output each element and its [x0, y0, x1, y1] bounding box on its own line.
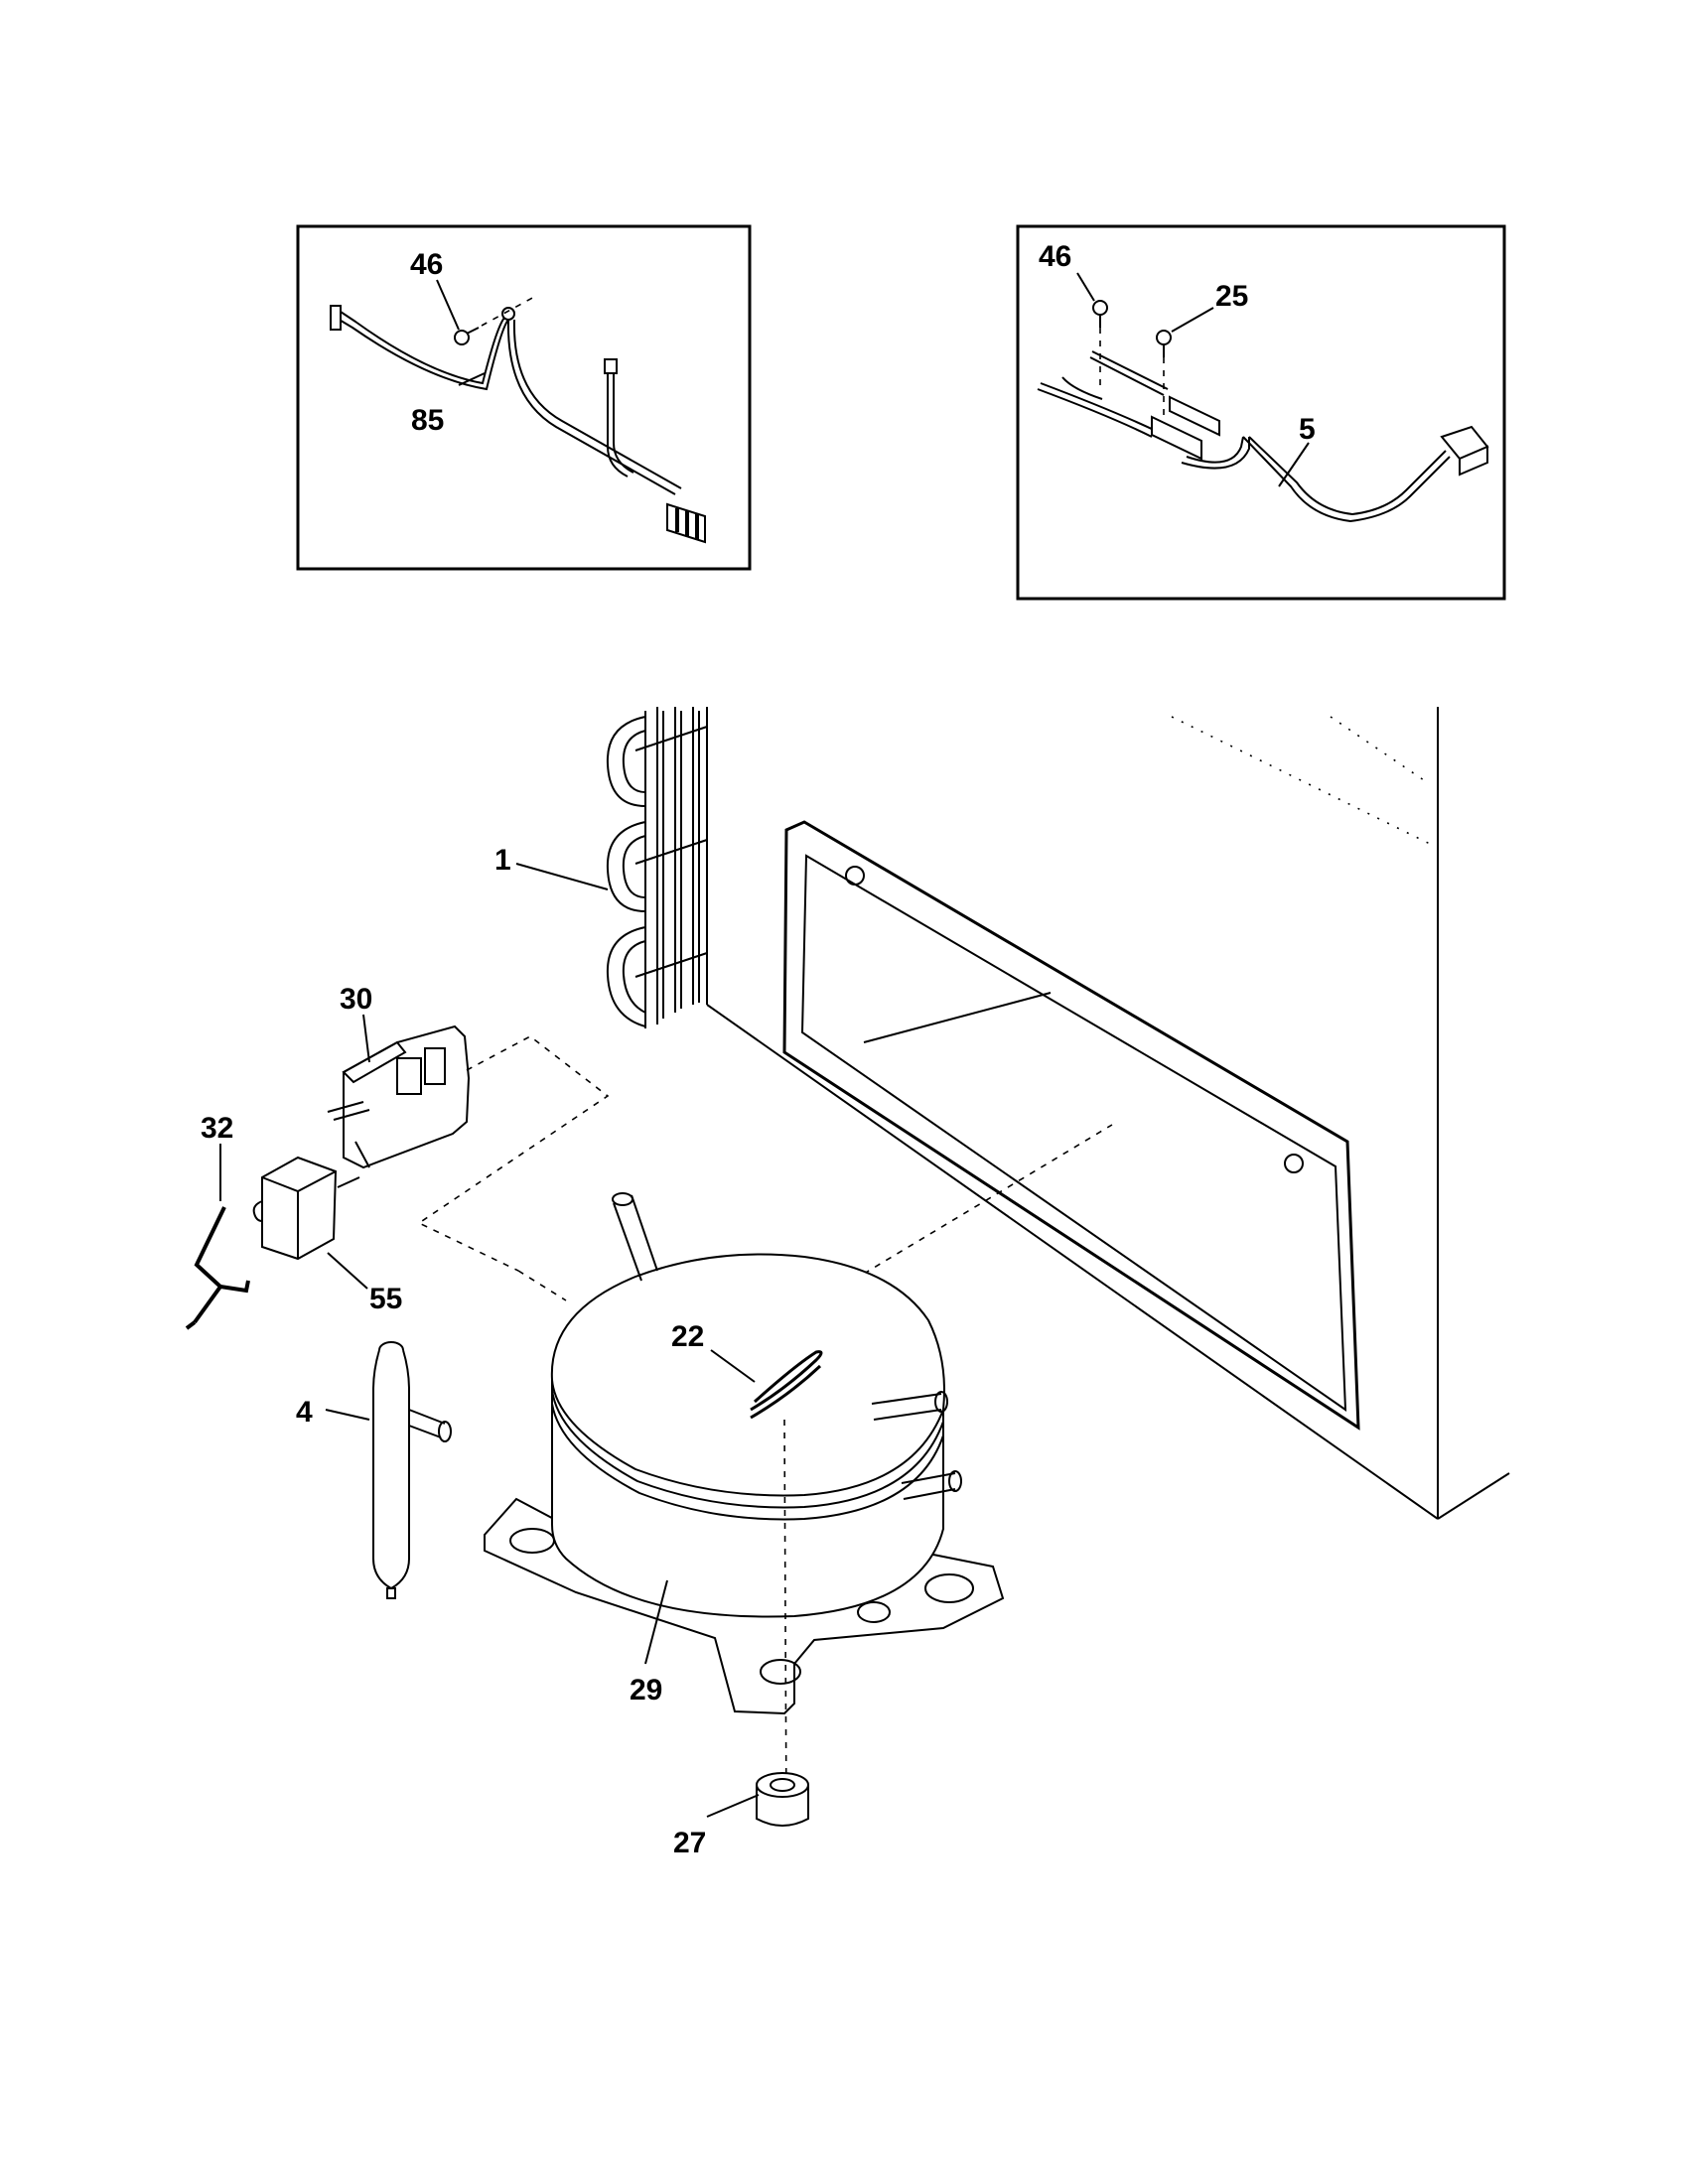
compressor-clip [750, 1350, 823, 1420]
filter-drier [372, 1341, 452, 1599]
screw-25-icon [1156, 330, 1172, 357]
inset-right: 46 25 5 [1016, 224, 1506, 601]
harness-85-leader [458, 372, 486, 386]
relay-leader [362, 1014, 370, 1063]
label-30: 30 [340, 983, 372, 1016]
screw-46-icon [1092, 300, 1108, 328]
label-25: 25 [1215, 280, 1248, 313]
compressor-leader [644, 1579, 668, 1665]
label-46-right: 46 [1039, 240, 1071, 273]
harness-5-leader [1278, 442, 1310, 487]
label-32: 32 [201, 1112, 233, 1145]
screw-axis [481, 295, 537, 327]
label-1: 1 [494, 844, 511, 877]
label-4: 4 [296, 1396, 313, 1429]
overload-protector [252, 1156, 360, 1261]
label-46-left: 46 [410, 248, 443, 281]
retaining-clip [185, 1206, 250, 1330]
label-27: 27 [673, 1827, 706, 1859]
compressor-mount-dashed [517, 1270, 567, 1301]
plug-connector-icon [1440, 425, 1489, 477]
condenser-leader [515, 863, 609, 890]
relay [327, 1024, 471, 1169]
grommet-leader [706, 1794, 760, 1818]
screw-icon [454, 327, 480, 345]
compressor [484, 1192, 1005, 1715]
compressor-axis [783, 1419, 787, 1824]
label-22: 22 [671, 1320, 704, 1353]
inset-right-frame [1016, 224, 1506, 601]
compressor-clip-leader [710, 1349, 756, 1383]
compartment-opening [782, 820, 1360, 1431]
label-85: 85 [411, 404, 444, 437]
inset-left: 46 85 [296, 224, 752, 571]
label-29: 29 [630, 1674, 662, 1706]
condenser-coil [606, 707, 708, 1028]
inset-left-frame [296, 224, 752, 571]
screw-leader [436, 279, 460, 331]
wire-harness-5 [1037, 350, 1489, 523]
grommet [756, 1772, 809, 1827]
harness-connector-icon [666, 502, 706, 544]
label-5: 5 [1299, 413, 1316, 446]
drier-leader [325, 1409, 370, 1421]
relay-mount-dashed [417, 1035, 610, 1272]
overload-leader [327, 1252, 368, 1290]
label-55: 55 [369, 1283, 402, 1315]
wire-harness-85 [330, 305, 706, 544]
